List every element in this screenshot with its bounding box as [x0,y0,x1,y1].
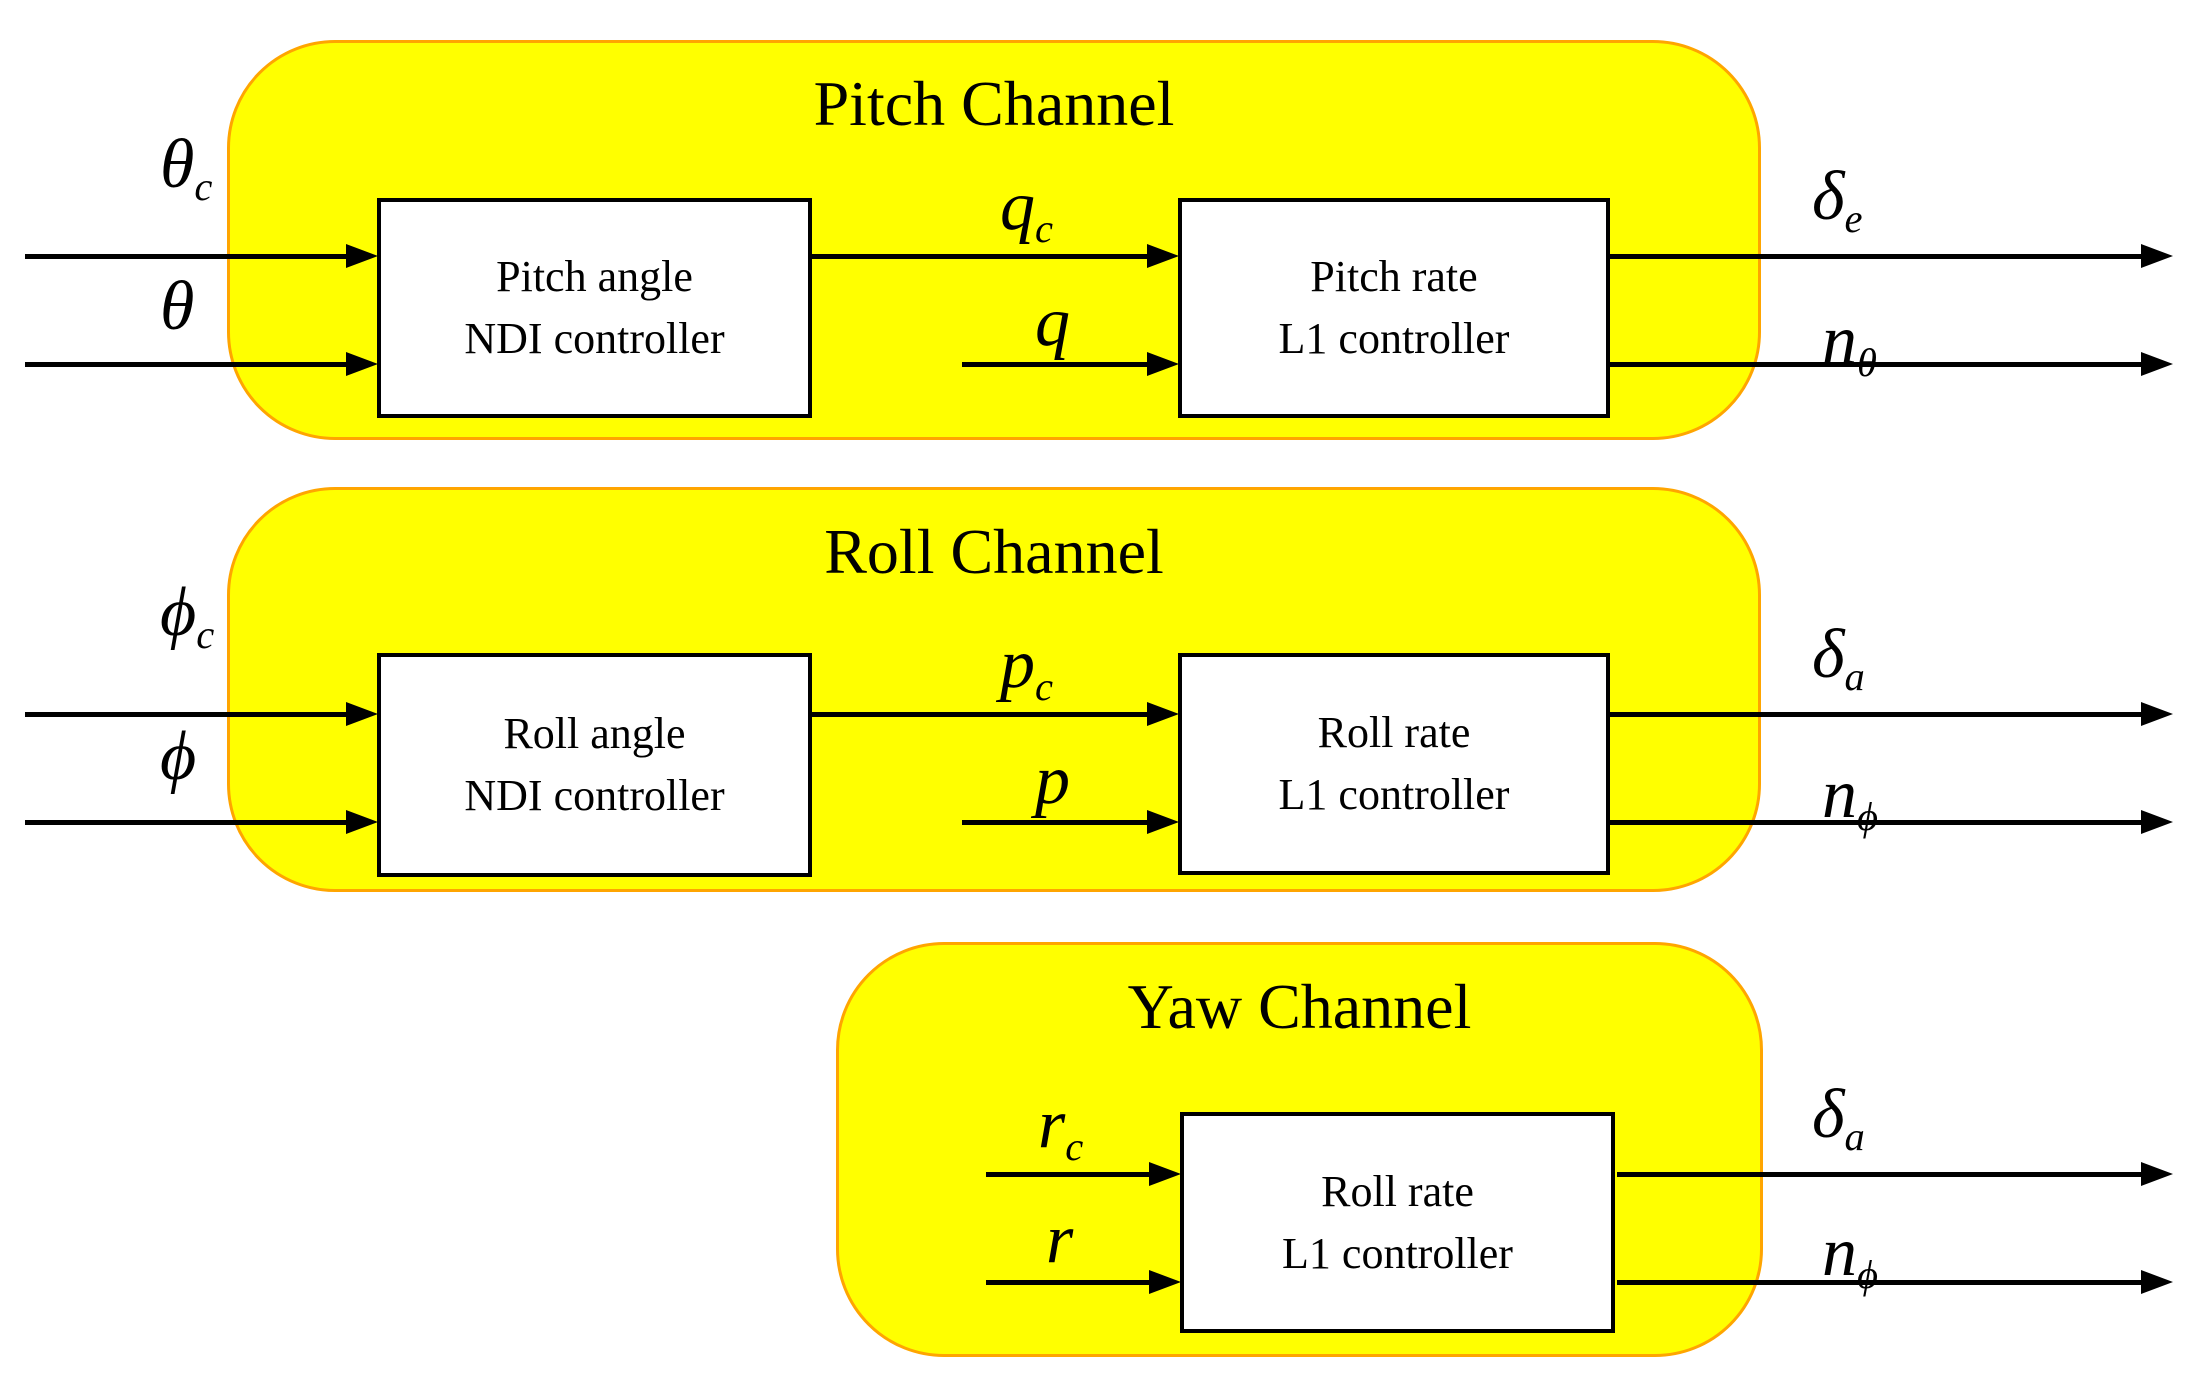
box-label-line1: Pitch angle [496,252,693,302]
pitch-mid1-label: qc [1000,168,1054,251]
roll-input2-arrow [25,810,378,834]
yaw-channel-title: Yaw Channel [1127,971,1472,1042]
roll-output2-arrow [1610,810,2173,834]
box-label-line1: Roll rate [1317,708,1471,758]
pitch-output2-arrow [1610,352,2173,376]
pitch-output1-arrow [1610,244,2173,268]
yaw-output1-arrow [1617,1162,2173,1186]
pitch-input2-label: θ [160,268,195,345]
pitch-input2-arrow [25,352,378,376]
box-label-line2: L1 controller [1278,314,1510,363]
pitch-input1-label: θc [160,126,213,209]
yaw-output1-label: δa [1812,1076,1865,1159]
pitch-mid1-arrow [812,244,1179,268]
yaw-output2-label: nϕ [1822,1214,1879,1297]
pitch-rate-l1-controller-box: Pitch rate L1 controller [1178,198,1610,418]
roll-input1-arrow [25,702,378,726]
pitch-input1-arrow [25,244,378,268]
pitch-channel-title: Pitch Channel [813,68,1175,139]
yaw-input2-arrow [986,1270,1181,1294]
pitch-mid2-arrow [962,352,1179,376]
yaw-roll-rate-l1-controller-box: Roll rate L1 controller [1180,1112,1615,1333]
roll-mid1-arrow [812,702,1179,726]
box-label-line1: Pitch rate [1310,252,1478,302]
roll-output2-label: nϕ [1822,756,1879,839]
roll-angle-ndi-controller-box: Roll angle NDI controller [377,653,812,877]
pitch-output1-label: δe [1812,158,1863,241]
yaw-input2-label: r [1046,1201,1074,1278]
box-label-line1: Roll angle [503,709,686,759]
box-label-line2: L1 controller [1278,770,1510,819]
roll-input2-label: ϕ [160,718,197,795]
pitch-output2-label: nθ [1822,302,1877,385]
yaw-input1-label: rc [1038,1086,1084,1169]
roll-input1-label: ϕc [160,574,215,657]
box-label-line2: L1 controller [1282,1228,1513,1278]
roll-output1-arrow [1610,702,2173,726]
pitch-mid2-label: q [1035,284,1070,361]
yaw-input1-arrow [986,1162,1181,1186]
box-label-line2: NDI controller [464,314,725,363]
roll-mid2-arrow [962,810,1179,834]
roll-mid1-label: pc [1000,626,1054,709]
roll-output1-label: δa [1812,616,1865,699]
roll-rate-l1-controller-box: Roll rate L1 controller [1178,653,1610,875]
pitch-angle-ndi-controller-box: Pitch angle NDI controller [377,198,812,418]
box-label-line2: NDI controller [464,771,725,820]
roll-mid2-label: p [1035,742,1070,819]
box-label-line1: Roll rate [1321,1166,1474,1216]
yaw-output2-arrow [1617,1270,2173,1294]
roll-channel-title: Roll Channel [824,516,1164,587]
